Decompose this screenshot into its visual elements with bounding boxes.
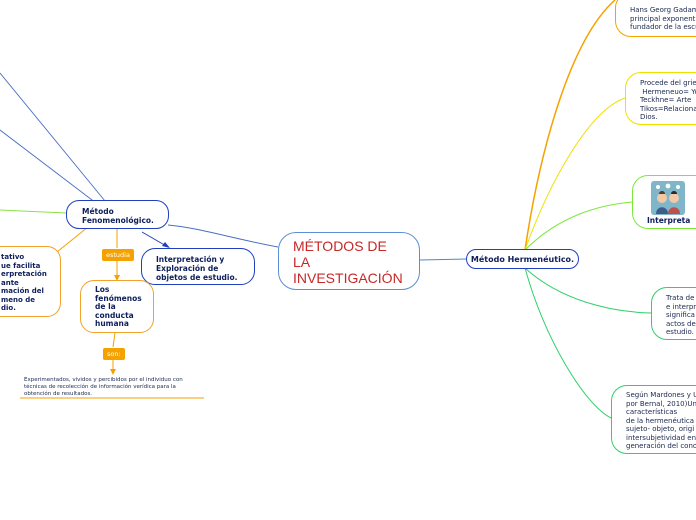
node-text-line: por Bernal, 2010)Un — [626, 399, 696, 408]
text-line: técnicas de recolección de información v… — [24, 384, 176, 390]
node-text-line: Según Mardones y U — [626, 391, 696, 399]
node-label-line: humana — [95, 319, 129, 328]
arrow-interpretation — [162, 242, 170, 248]
node-text-line: Teckhne= Arte — [640, 96, 692, 104]
node-label-line: objetos de estudio. — [156, 273, 238, 282]
central-topic[interactable]: MÉTODOS DE LA INVESTIGACIÓN — [278, 232, 420, 290]
node-label-line: Los — [95, 285, 110, 294]
node-label-line: fenómenos — [95, 293, 142, 303]
central-title-line: MÉTODOS DE — [293, 238, 387, 254]
node-label-line: ue facilita — [1, 261, 41, 270]
node-label-line: conducta — [95, 310, 134, 320]
node-text-line: de la hermenéutica e — [626, 416, 696, 425]
node-text-line: Dios. — [640, 113, 658, 121]
link-herm-5 — [524, 267, 612, 419]
link-offscreen-green — [0, 209, 67, 214]
link-herm-2 — [524, 97, 626, 251]
node-text-line: generación del cono — [626, 442, 696, 450]
central-title-line: LA — [293, 254, 311, 270]
node-label-line: mación del — [1, 287, 44, 295]
text-line: Experimentados, vividos y percibidos por… — [24, 377, 183, 383]
node-text-line: Procede del grie — [640, 79, 696, 87]
node-text-line: Hermeneuo= Yo — [640, 87, 696, 96]
node-text-line: Tikos=Relaciona — [640, 104, 696, 113]
link-offscreen-1 — [0, 72, 106, 202]
hermeneutic-child-etymology[interactable]: Procede del grie Hermeneuo= Yo Teckhne= … — [625, 72, 696, 125]
node-text-line: actos de — [666, 319, 696, 328]
text-line: obtención de resultados. — [24, 391, 93, 397]
link-to-son — [112, 332, 116, 348]
link-central-hermeneutic — [419, 258, 468, 261]
node-label-line: de la — [95, 302, 116, 311]
phenomenological-method-node[interactable]: Método Fenomenológico. — [66, 200, 169, 229]
arrow-experiences — [110, 369, 116, 375]
node-label-line: Método — [82, 207, 114, 216]
hermeneutic-child-gadamer[interactable]: Hans Georg Gadam principal exponent fund… — [615, 0, 696, 37]
link-offscreen-2 — [0, 129, 97, 204]
node-label-line: Interpretación y — [156, 255, 225, 264]
hermeneutic-method-node[interactable]: Método Hermenéutico. — [466, 249, 579, 269]
node-label-line: ante — [1, 278, 19, 287]
link-herm-1 — [524, 0, 616, 251]
hermeneutic-child-meaning[interactable]: Trata de e interpr significa actos de es… — [651, 287, 696, 340]
node-text-line: principal exponent — [630, 14, 696, 23]
node-text-line: significa — [666, 311, 695, 319]
tag-estudia[interactable]: estudia — [102, 249, 134, 261]
hermeneutic-child-interpreta[interactable]: Interpreta — [632, 175, 696, 229]
experiences-text[interactable]: Experimentados, vividos y percibidos por… — [24, 377, 206, 398]
interpretation-node[interactable]: Interpretación y Exploración de objetos … — [141, 248, 255, 285]
left-partial-node[interactable]: tativo ue facilita erpretación ante maci… — [0, 246, 61, 317]
node-text-line: intersubjetividad en — [626, 433, 696, 442]
hermeneutic-child-mardones[interactable]: Según Mardones y U por Bernal, 2010)Un c… — [611, 385, 696, 454]
node-label-line: dio. — [1, 304, 16, 312]
node-label-line: erpretación — [1, 270, 47, 278]
link-central-phenomenological — [167, 224, 279, 248]
phenomena-node[interactable]: Los fenómenos de la conducta humana — [80, 280, 154, 333]
arrow-phenomena — [114, 275, 120, 281]
node-text-line: sujeto- objeto, origi — [626, 425, 695, 433]
node-label-line: meno de — [1, 295, 36, 304]
node-text-line: Trata de — [666, 294, 695, 302]
node-label-line: tativo — [1, 253, 25, 261]
tag-son[interactable]: son: — [103, 348, 125, 360]
node-text-line: e interpr — [666, 302, 696, 311]
node-text-line: estudio. — [666, 328, 694, 336]
node-label-line: Fenomenológico. — [82, 216, 154, 225]
people-thinking-icon — [651, 181, 685, 215]
node-text-line: características — [626, 408, 678, 416]
link-herm-3 — [524, 201, 633, 251]
node-text-line: Hans Georg Gadam — [630, 6, 696, 14]
node-text-line: fundador de la escu — [630, 23, 696, 31]
node-text-line: Interpreta — [647, 216, 691, 225]
node-label-line: Exploración de — [156, 264, 219, 273]
central-title-line: INVESTIGACIÓN — [293, 270, 403, 286]
link-herm-4 — [524, 267, 652, 314]
